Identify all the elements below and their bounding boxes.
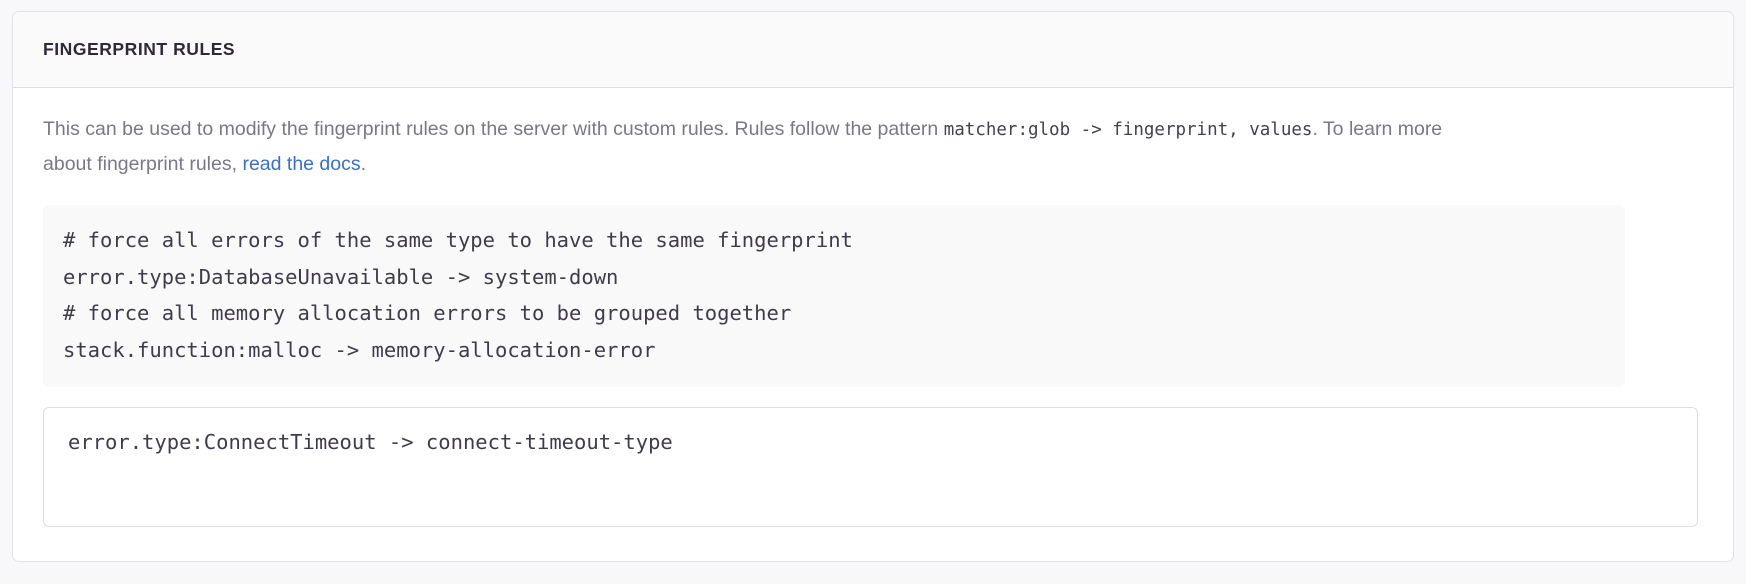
page-title: FINGERPRINT RULES xyxy=(43,39,236,59)
panel-header: FINGERPRINT RULES xyxy=(13,12,1733,88)
description-end: . xyxy=(360,153,367,175)
read-the-docs-link[interactable]: read the docs xyxy=(242,153,361,175)
example-code-block: # force all errors of the same type to h… xyxy=(43,205,1625,387)
description-intro: This can be used to modify the fingerpri… xyxy=(43,118,944,140)
panel-body: This can be used to modify the fingerpri… xyxy=(13,88,1733,527)
example-code-text: # force all errors of the same type to h… xyxy=(63,228,853,362)
description-text: This can be used to modify the fingerpri… xyxy=(43,112,1463,181)
fingerprint-rules-input[interactable] xyxy=(43,407,1698,527)
description-middle: . To learn more about fingerprint rules, xyxy=(43,118,1443,175)
pattern-inline-code: matcher:glob -> fingerprint, values xyxy=(943,120,1313,140)
fingerprint-rules-panel: FINGERPRINT RULES This can be used to mo… xyxy=(12,11,1734,562)
